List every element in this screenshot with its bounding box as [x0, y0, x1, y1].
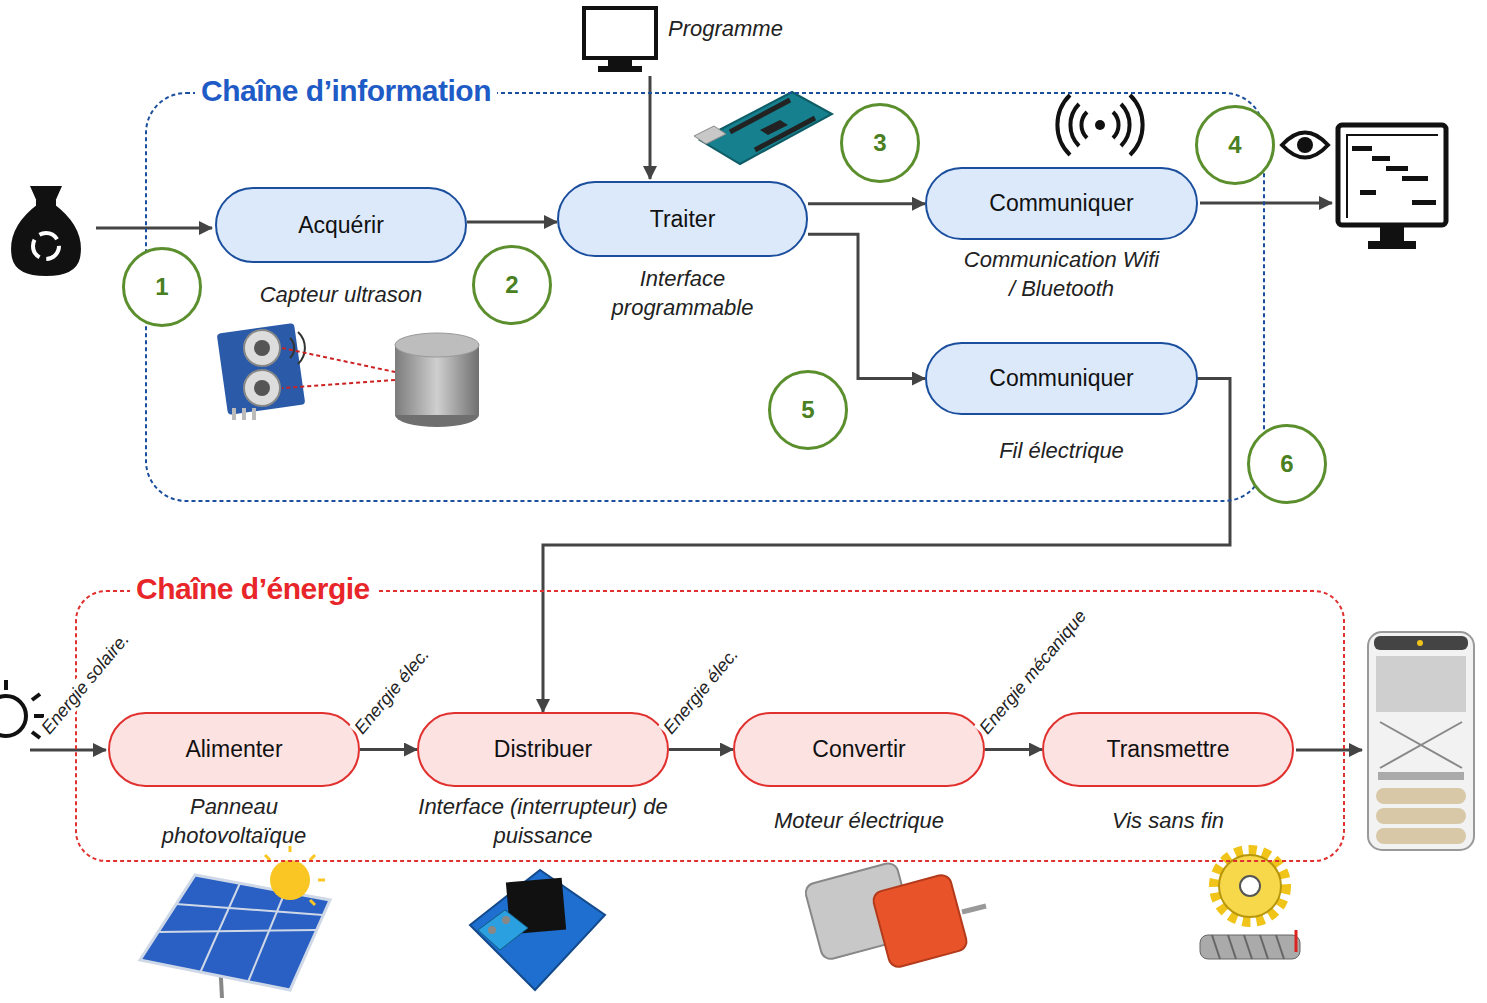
dashed-border	[146, 93, 1264, 501]
function-box: CommuniquerFil électrique	[925, 342, 1198, 415]
energy-label: Energie élec.	[349, 642, 435, 739]
function-name: Alimenter	[185, 736, 282, 763]
callout-number: 2	[472, 245, 552, 325]
function-name: Communiquer	[989, 190, 1133, 217]
ultrasonic-sensor	[217, 323, 395, 420]
function-box: TransmettreVis sans fin	[1042, 712, 1294, 787]
function-box: TraiterInterface programmable	[557, 181, 808, 257]
chain-title: Chaîne d’énergie	[130, 571, 376, 607]
function-box: CommuniquerCommunication Wifi / Bluetoot…	[925, 167, 1198, 240]
function-name: Transmettre	[1106, 736, 1229, 763]
dashed-border	[76, 591, 1344, 861]
trash-bag-icon	[11, 186, 81, 276]
component-caption: Panneau photovoltaïque	[134, 793, 334, 850]
input-arrow	[96, 227, 212, 230]
eye-icon	[1282, 133, 1328, 158]
electric-motor	[804, 861, 986, 969]
component-caption: Capteur ultrason	[211, 281, 471, 310]
chain-title: Chaîne d’information	[195, 73, 497, 109]
annotation-label: Programme	[668, 16, 783, 42]
function-box: DistribuerInterface (interrupteur) de pu…	[417, 712, 669, 787]
flow-arrow	[669, 748, 733, 751]
function-name: Convertir	[812, 736, 905, 763]
component-caption: Interface programmable	[583, 265, 783, 322]
energy-label: Energie élec.	[658, 642, 744, 739]
callout-number: 4	[1195, 105, 1275, 185]
worm-gear	[1200, 850, 1300, 959]
wifi-symbol	[1057, 95, 1142, 155]
function-name: Traiter	[650, 206, 716, 233]
flow-arrow	[543, 379, 1230, 713]
sun-icon	[0, 680, 44, 738]
flow-arrow	[808, 202, 925, 205]
callout-number: 6	[1247, 424, 1327, 504]
function-name: Acquérir	[298, 212, 384, 239]
lift-device	[1368, 632, 1474, 850]
computer-icon	[584, 8, 656, 72]
component-caption: Interface (interrupteur) de puissance	[406, 793, 681, 850]
solar-panel	[140, 846, 330, 998]
component-caption: Vis sans fin	[1038, 807, 1298, 836]
program-arrow	[649, 76, 652, 179]
function-box: AlimenterPanneau photovoltaïque	[108, 712, 360, 787]
output-arrow	[1296, 749, 1362, 752]
relay-module	[470, 870, 605, 990]
flow-arrow	[985, 748, 1042, 751]
sun-arrow	[30, 749, 106, 752]
component-caption: Moteur électrique	[729, 807, 989, 836]
target-cylinder	[395, 333, 479, 427]
arduino-board	[694, 92, 832, 164]
flow-arrow	[360, 748, 417, 751]
callout-number: 3	[840, 103, 920, 183]
callout-number: 1	[122, 247, 202, 327]
component-caption: Fil électrique	[932, 437, 1192, 466]
flow-arrow	[808, 234, 925, 378]
flow-arrow	[467, 221, 557, 224]
component-caption: Communication Wifi / Bluetooth	[962, 246, 1162, 303]
function-name: Distribuer	[494, 736, 592, 763]
function-name: Communiquer	[989, 365, 1133, 392]
output-arrow	[1200, 202, 1332, 205]
chain-region: AcquérirCapteur ultrasonTraiterInterface…	[145, 92, 1265, 502]
function-box: AcquérirCapteur ultrason	[215, 187, 467, 263]
chain-region: AlimenterPanneau photovoltaïqueDistribue…	[75, 590, 1345, 862]
callout-number: 5	[768, 370, 848, 450]
monitor-icon	[1338, 125, 1446, 249]
function-box: ConvertirMoteur électrique	[733, 712, 985, 787]
